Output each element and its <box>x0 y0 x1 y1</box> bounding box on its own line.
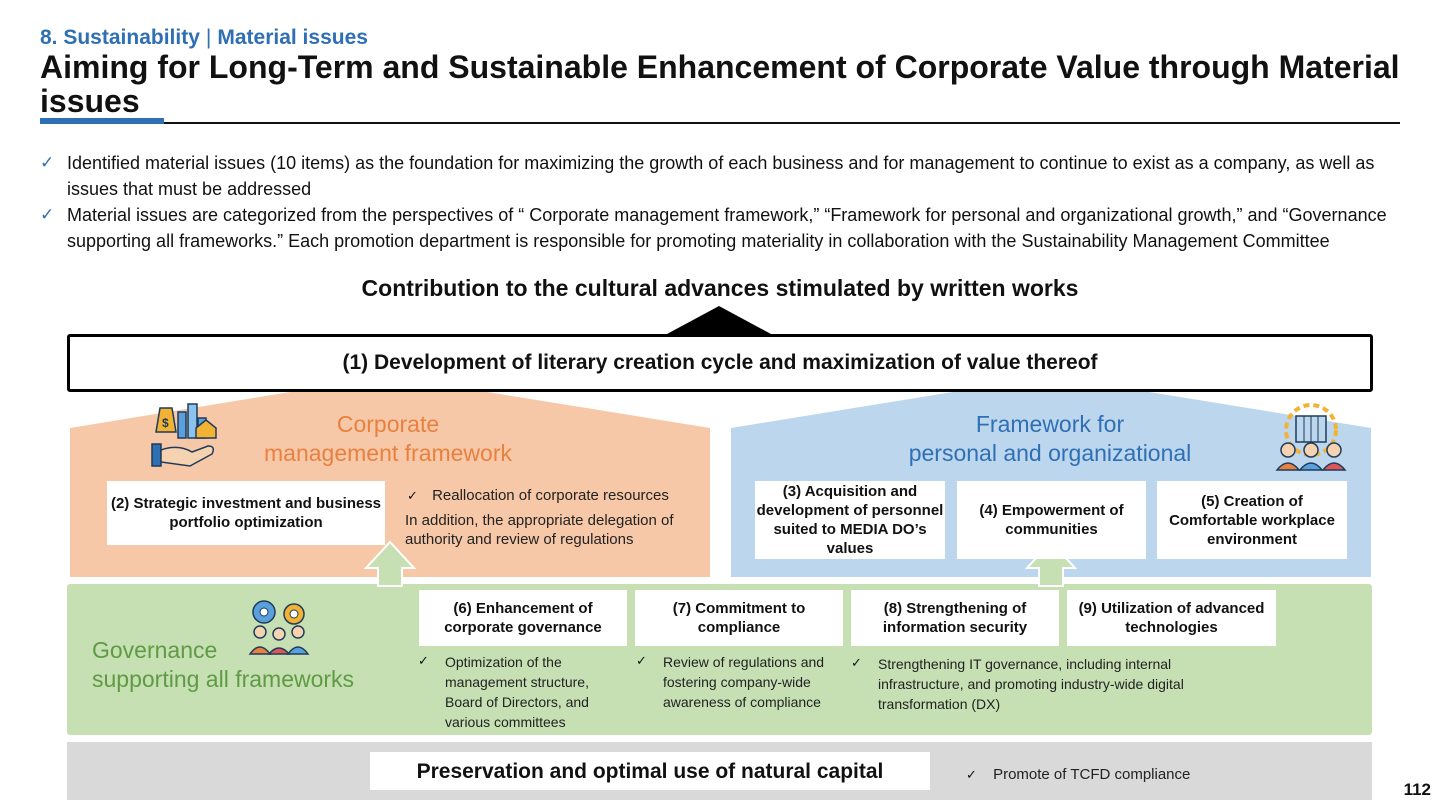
natural-capital-box: Preservation and optimal use of natural … <box>370 752 930 790</box>
up-arrow-icon <box>363 540 417 587</box>
item-2-box: (2) Strategic investment and business po… <box>107 481 385 545</box>
natural-capital-check-text: Promote of TCFD compliance <box>993 766 1191 783</box>
item-4-box: (4) Empowerment of communities <box>957 481 1146 559</box>
check-icon: ✓ <box>966 768 977 783</box>
governance-heading: Governance supporting all frameworks <box>92 637 355 692</box>
item-3-box: (3) Acquisition and development of perso… <box>755 481 945 559</box>
item-5-box: (5) Creation of Comfortable workplace en… <box>1157 481 1347 559</box>
team-gear-icon <box>248 600 310 655</box>
title-divider <box>40 122 1400 124</box>
check-icon: ✓ <box>407 489 418 504</box>
item-8-box: (8) Strengthening of information securit… <box>851 590 1059 646</box>
item-6-label: (6) Enhancement of corporate governance <box>444 600 602 636</box>
item-7-label: (7) Commitment to compliance <box>672 600 806 636</box>
intro-bullet-text: Identified material issues (10 items) as… <box>67 153 1375 199</box>
building-people-icon <box>1275 403 1347 471</box>
breadcrumb-subsection: Material issues <box>217 26 368 49</box>
item-6-box: (6) Enhancement of corporate governance <box>419 590 627 646</box>
item-1-label: (1) Development of literary creation cyc… <box>342 351 1098 374</box>
page-title: Aiming for Long-Term and Sustainable Enh… <box>40 49 1400 119</box>
item-9-box: (9) Utilization of advanced technologies <box>1067 590 1276 646</box>
svg-text:$: $ <box>162 416 169 430</box>
up-arrow-icon <box>1024 540 1078 587</box>
check-icon: ✓ <box>40 153 55 173</box>
apex-triangle <box>667 306 771 334</box>
diagram-headline: Contribution to the cultural advances st… <box>361 275 1079 301</box>
check-icon: ✓ <box>418 654 429 669</box>
item-9-label: (9) Utilization of advanced technologies <box>1078 600 1265 636</box>
intro-bullets: ✓ Identified material issues (10 items) … <box>40 150 1410 254</box>
item-6-note: Optimization of the management structure… <box>445 654 589 730</box>
item-7-box: (7) Commitment to compliance <box>635 590 843 646</box>
intro-bullet: ✓ Material issues are categorized from t… <box>40 202 1410 254</box>
item-2-label: (2) Strategic investment and business po… <box>110 495 382 531</box>
item-8-note: Strengthening IT governance, including i… <box>878 656 1184 712</box>
check-icon: ✓ <box>636 654 647 669</box>
item-8-label: (8) Strengthening of information securit… <box>882 600 1028 636</box>
money-hand-icon: $ <box>151 403 217 467</box>
check-icon: ✓ <box>40 205 55 225</box>
breadcrumb-section: 8. Sustainability <box>40 26 200 49</box>
breadcrumb: 8. Sustainability|Material issues <box>40 26 368 50</box>
natural-capital-check-item: ✓ Promote of TCFD compliance <box>966 765 1266 785</box>
page-number: 112 <box>1403 780 1431 799</box>
item-7-note: Review of regulations and fostering comp… <box>663 654 825 710</box>
title-accent-bar <box>40 118 164 124</box>
intro-bullet: ✓ Identified material issues (10 items) … <box>40 150 1410 202</box>
natural-capital-label: Preservation and optimal use of natural … <box>416 759 884 783</box>
corporate-note: In addition, the appropriate delegation … <box>405 512 674 548</box>
breadcrumb-separator: | <box>205 26 212 49</box>
item-1-box: (1) Development of literary creation cyc… <box>67 334 1373 392</box>
corporate-check-item: ✓ Reallocation of corporate resources <box>407 486 707 506</box>
personal-framework-heading: Framework for personal and organizationa… <box>908 411 1192 466</box>
item-5-label: (5) Creation of Comfortable workplace en… <box>1169 492 1335 548</box>
item-4-label: (4) Empowerment of communities <box>979 502 1124 538</box>
check-icon: ✓ <box>851 656 862 671</box>
item-3-label: (3) Acquisition and development of perso… <box>756 483 944 557</box>
corporate-framework-heading: Corporate management framework <box>264 411 512 466</box>
corporate-check-text: Reallocation of corporate resources <box>432 487 669 504</box>
intro-bullet-text: Material issues are categorized from the… <box>67 205 1387 251</box>
